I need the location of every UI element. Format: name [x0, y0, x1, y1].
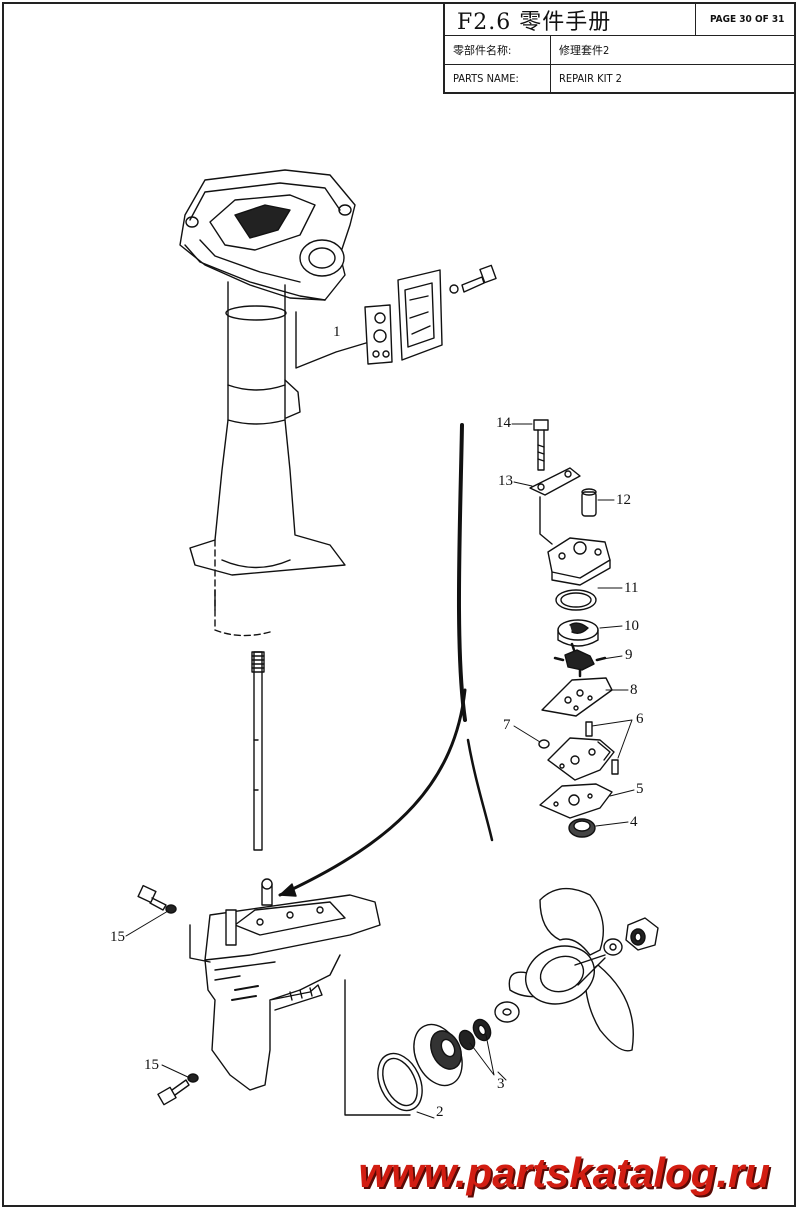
cn-parts-name-label: 零部件名称: — [453, 44, 512, 57]
propeller — [508, 887, 634, 1052]
pump-plate-13 — [529, 467, 581, 496]
callout-12: 12 — [616, 492, 631, 508]
callout-5: 5 — [636, 781, 644, 797]
o-ring-11 — [555, 589, 597, 611]
o-ring-2 — [377, 1052, 423, 1112]
manual-title: F2.6 零件手册 — [457, 9, 612, 35]
bolt-15-lower — [157, 1073, 199, 1106]
callout-2: 2 — [436, 1104, 444, 1120]
leader-15-upper — [189, 924, 211, 963]
callout-11: 11 — [624, 580, 639, 596]
pump-plate-8 — [541, 677, 613, 717]
callout-6: 6 — [636, 711, 644, 727]
callout-14: 14 — [496, 415, 511, 431]
title-block: F2.6 零件手册 PAGE 30 OF 31 零部件名称: 修理套件2 PAR… — [443, 4, 796, 94]
callout-15-upper: 15 — [110, 929, 125, 945]
insert-10 — [557, 619, 599, 647]
pump-base-plate — [547, 737, 615, 781]
drive-shaft — [251, 651, 265, 851]
callout-1: 1 — [333, 324, 341, 340]
seal-4 — [568, 818, 596, 838]
pump-bolt-14 — [533, 419, 549, 471]
callout-4: 4 — [630, 814, 638, 830]
callout-13: 13 — [498, 473, 513, 489]
mount-bolt — [449, 264, 497, 294]
page-number: PAGE 30 OF 31 — [695, 4, 798, 35]
callout-9: 9 — [625, 647, 633, 663]
callout-8: 8 — [630, 682, 638, 698]
callout-15-lower: 15 — [144, 1057, 159, 1073]
cn-parts-name-value: 修理套件2 — [550, 36, 798, 64]
o-ring-7 — [538, 739, 550, 749]
upper-mount-bracket — [179, 169, 356, 301]
callout-3: 3 — [497, 1076, 505, 1092]
watermark: www.partskatalog.ru — [358, 1149, 770, 1196]
en-parts-name-label: PARTS NAME: — [453, 72, 519, 85]
gasket-part-1 — [364, 304, 393, 365]
callout-10: 10 — [624, 618, 639, 634]
washer — [603, 938, 623, 956]
bearing-housing — [413, 1023, 463, 1087]
cn-name-row: 零部件名称: 修理套件2 — [445, 36, 796, 65]
assembly-arrow — [278, 423, 494, 897]
leader-2 — [344, 979, 411, 1116]
thrust-washer — [494, 1001, 520, 1023]
pins-6 — [585, 721, 619, 775]
leader-13-housing — [539, 496, 553, 545]
gear-case — [204, 878, 381, 1091]
bolt-15-upper — [137, 884, 177, 914]
prop-nut — [625, 917, 659, 951]
pump-housing — [547, 537, 611, 586]
gasket-5 — [539, 783, 613, 819]
title-row: F2.6 零件手册 PAGE 30 OF 31 — [445, 4, 796, 36]
leader-1 — [295, 311, 367, 369]
en-name-row: PARTS NAME: REPAIR KIT 2 — [445, 65, 796, 92]
pump-tube-12 — [581, 488, 597, 517]
driveshaft-housing — [189, 281, 346, 637]
rubber-mount — [397, 269, 443, 361]
en-parts-name-value: REPAIR KIT 2 — [550, 65, 798, 92]
callout-leaders — [125, 423, 635, 1119]
callout-7: 7 — [503, 717, 511, 733]
